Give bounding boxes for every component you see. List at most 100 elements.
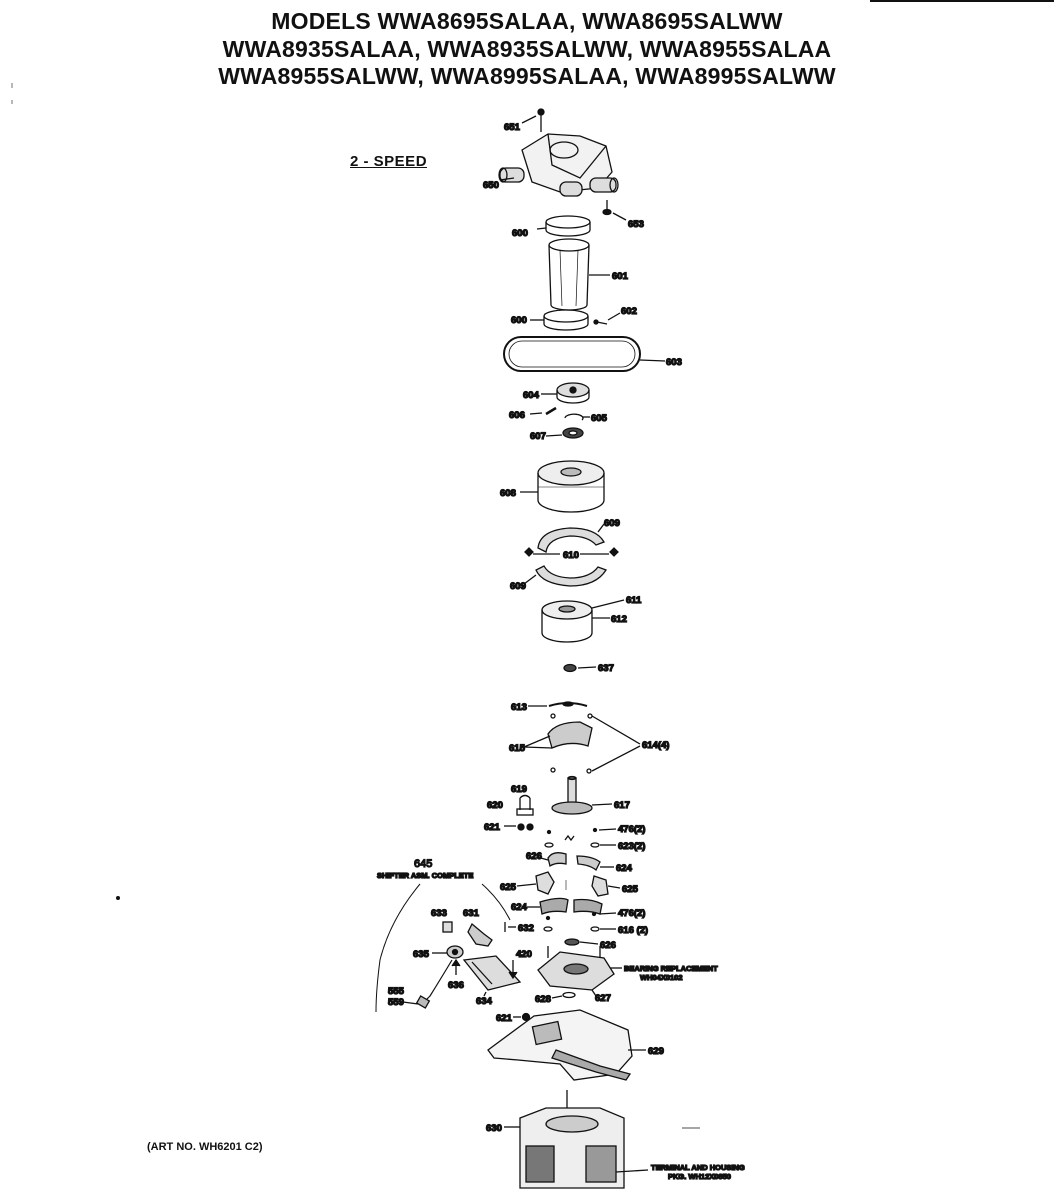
label-617: 617: [614, 800, 630, 811]
part-628-washer: [551, 991, 576, 999]
part-632-pin: [504, 922, 516, 932]
top-rule: [870, 0, 1054, 2]
part-617-shaft-gear: [551, 775, 613, 815]
part-637-nut: [563, 663, 597, 673]
part-624-lower-shoes: [527, 897, 603, 915]
art-number: (ART NO. WH6201 C2): [147, 1141, 263, 1153]
label-603: 603: [666, 357, 682, 368]
part-600-clamp-top: [536, 215, 591, 237]
part-624-626-shoes: [536, 852, 614, 872]
label-629: 629: [648, 1046, 664, 1057]
models-title-line-1: MODELS WWA8695SALAA, WWA8695SALWW: [271, 8, 783, 34]
label-650: 650: [483, 180, 499, 191]
label-609-upper: 609: [604, 518, 620, 529]
label-610: 610: [563, 550, 579, 561]
part-635-spool: [432, 945, 464, 959]
label-606: 606: [509, 410, 525, 421]
part-651-screw: [521, 108, 545, 132]
part-603-belt: [503, 336, 666, 372]
label-625-left: 625: [500, 882, 517, 893]
part-613-bracket: [528, 701, 588, 707]
label-611: 611: [626, 595, 642, 606]
label-615: 615: [509, 743, 526, 754]
part-625-cams: [516, 871, 621, 897]
part-650-valve-head: [498, 133, 619, 197]
label-555: 555: [388, 986, 405, 997]
label-624-lower: 624: [511, 902, 528, 913]
label-630: 630: [486, 1123, 502, 1134]
models-title-line-3: WWA8955SALWW, WWA8995SALAA, WWA8995SALWW: [218, 63, 836, 89]
models-title-line-2: WWA8935SALAA, WWA8935SALWW, WWA8955SALAA: [222, 36, 832, 62]
label-634: 634: [476, 996, 493, 1007]
label-633: 633: [431, 908, 447, 919]
part-609-clutch-shoe-lower: [523, 565, 607, 587]
label-609-lower: 609: [510, 581, 526, 592]
label-620: 620: [487, 800, 503, 811]
label-bearing-replacement: BEARING REPLACEMENT: [624, 964, 718, 973]
label-621-lower: 621: [496, 1013, 513, 1024]
part-476-616-lower-washers: [543, 911, 617, 932]
part-606-key: [529, 406, 557, 416]
label-636: 636: [448, 980, 464, 991]
label-632: 632: [518, 923, 534, 934]
label-601: 601: [612, 271, 629, 282]
part-604-pulley: [541, 382, 590, 404]
part-602-screw: [593, 312, 621, 325]
part-600-clamp-bottom: [530, 309, 589, 331]
part-627-bearing-plate: [537, 946, 622, 997]
label-631: 631: [463, 908, 480, 919]
label-637: 637: [598, 663, 614, 674]
label-626-lower: 626: [600, 940, 616, 951]
part-653-fastener: [602, 200, 627, 221]
label-602: 602: [621, 306, 637, 317]
part-615-segments: [523, 713, 641, 774]
part-626-lower: [564, 938, 599, 946]
label-635: 635: [413, 949, 430, 960]
part-608-clutch-drum: [520, 460, 605, 513]
label-420: 420: [516, 949, 532, 960]
part-621-lower: [513, 1012, 531, 1022]
label-terminal-part-number: PKG. WH12X0850: [668, 1172, 731, 1181]
label-608: 608: [500, 488, 516, 499]
label-476-lower: 476(2): [618, 908, 645, 919]
part-645-shifter-assembly-outline: [375, 883, 511, 1013]
label-651: 651: [504, 122, 521, 133]
part-636-arrow: [451, 958, 461, 975]
label-605: 605: [591, 413, 608, 424]
label-619: 619: [511, 784, 527, 795]
part-555-559-wire-harness: [402, 959, 453, 1009]
label-604: 604: [523, 390, 540, 401]
label-476-upper: 476(2): [618, 824, 645, 835]
label-621-upper: 621: [484, 822, 501, 833]
part-619-620-621-pivot: [504, 794, 534, 831]
label-bearing-part-number: WH04X0102: [640, 973, 683, 982]
label-614: 614(4): [642, 740, 669, 751]
part-633-631-shifter-levers: [442, 921, 493, 947]
part-601-hose: [548, 238, 610, 311]
label-600-top: 600: [512, 228, 528, 239]
speed-subtitle: 2 - SPEED: [350, 153, 428, 170]
label-600-bottom: 600: [511, 315, 527, 326]
label-613: 613: [511, 702, 527, 713]
label-559: 559: [388, 997, 404, 1008]
part-605-retaining-ring: [564, 413, 590, 421]
part-630-motor: [504, 1090, 700, 1189]
part-609-clutch-shoe-upper: [537, 523, 605, 553]
label-shifter-assembly: SHIFTER ASM. COMPLETE: [377, 871, 473, 880]
label-616: 616 (2): [618, 925, 648, 936]
label-625-right: 625: [622, 884, 639, 895]
label-terminal-housing: TERMINAL AND HOUSING: [651, 1163, 745, 1172]
part-634-shifter-plate: [462, 955, 522, 997]
part-612-clutch-hub: [541, 599, 625, 643]
label-627: 627: [595, 993, 611, 1004]
label-624-upper: 624: [616, 863, 633, 874]
part-629-base-plate: [487, 1009, 646, 1081]
label-653: 653: [628, 219, 644, 230]
label-628: 628: [535, 994, 551, 1005]
label-623: 623(2): [618, 841, 645, 852]
label-645: 645: [414, 858, 432, 870]
label-612: 612: [611, 614, 627, 625]
label-626-upper: 626: [526, 851, 542, 862]
part-420-spring: [508, 960, 518, 980]
